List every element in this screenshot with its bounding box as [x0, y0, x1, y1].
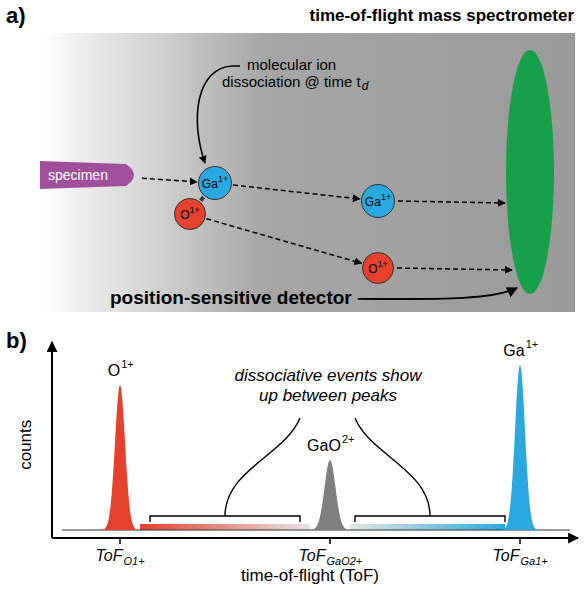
specimen-outline — [40, 161, 134, 189]
charge-superscript: 1+ — [381, 192, 391, 202]
leader-arrow — [358, 288, 517, 299]
tick-subscript: GaO2+ — [326, 555, 362, 568]
node-text: Ga1+ — [365, 192, 391, 210]
peak-label: O — [108, 362, 120, 380]
peak-label: Ga — [503, 342, 524, 360]
charge-superscript: 1+ — [378, 259, 388, 269]
charge-superscript: 1+ — [218, 174, 228, 184]
panel-letter: b) — [6, 328, 27, 353]
node-text: Ga1+ — [202, 174, 228, 192]
peak-label: GaO — [307, 437, 341, 455]
flight-path — [142, 178, 197, 182]
annotation: dissociative events show up between peak… — [228, 366, 428, 405]
spectrometer-chamber — [40, 33, 575, 312]
axis-tick-label: ToF — [96, 547, 123, 565]
tick-subscript: O1+ — [123, 555, 144, 568]
x-axis — [52, 537, 578, 539]
brace-curve — [225, 418, 430, 516]
node-text: specimen — [40, 161, 142, 189]
bracket — [150, 516, 505, 522]
ion-label: specimen — [48, 167, 108, 183]
detector-label: position-sensitive detector — [110, 287, 352, 309]
axis-title: time-of-flight (ToF) — [241, 566, 379, 586]
gallium-peak — [496, 365, 544, 530]
oxygen-ion: O1+ — [174, 198, 206, 230]
charge-superscript: 1+ — [526, 338, 539, 351]
axis-ticks — [120, 538, 520, 544]
title: time-of-flight mass spectrometer — [310, 6, 575, 26]
flight-path — [233, 185, 360, 199]
axis-title: counts — [16, 420, 36, 470]
panel-letter: a) — [6, 3, 26, 28]
flight-path — [206, 219, 361, 264]
ion-label: O — [368, 262, 377, 276]
subscript: d — [362, 80, 369, 94]
charge-superscript: 1+ — [190, 205, 200, 215]
axis-tick-label: ToF — [493, 547, 520, 565]
gallium-ion: Ga1+ — [361, 184, 395, 218]
dissociation-band — [140, 524, 310, 530]
gallium-ion: Ga1+ — [198, 166, 232, 200]
dissociation-band — [350, 524, 505, 530]
flight-path — [397, 268, 512, 270]
ion-label: Ga — [365, 195, 381, 209]
tick-subscript: Ga1+ — [520, 555, 547, 568]
molecule-peak — [306, 460, 354, 530]
flight-path — [398, 201, 505, 203]
ion-label: Ga — [202, 177, 218, 191]
oxygen-ion: O1+ — [362, 252, 394, 284]
detector — [506, 50, 554, 294]
node-text: O1+ — [180, 205, 200, 223]
ion-label: O — [180, 208, 189, 222]
node-text: O1+ — [368, 259, 388, 277]
y-axis — [51, 342, 53, 538]
molecular-bond — [201, 197, 204, 201]
oxygen-peak — [96, 385, 144, 530]
specimen-tip: specimen — [40, 161, 142, 189]
axis-tick-label: ToF — [299, 547, 326, 565]
charge-superscript: 1+ — [121, 358, 134, 371]
charge-superscript: 2+ — [342, 433, 355, 446]
